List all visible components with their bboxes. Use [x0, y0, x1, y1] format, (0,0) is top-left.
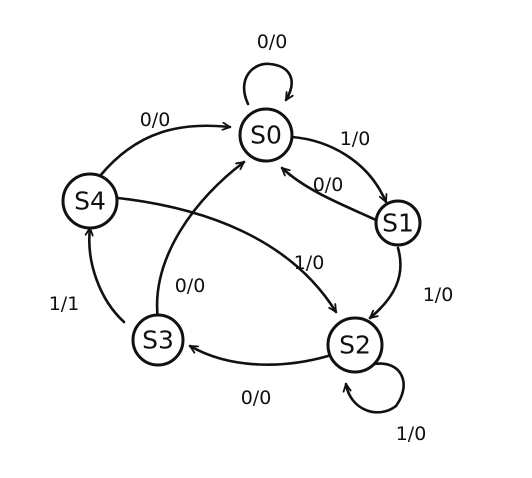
state-s0-label: S0 [250, 121, 282, 150]
state-s1-circle [374, 199, 422, 247]
label-s3-s4: 1/1 [49, 293, 80, 315]
edge-s1-s2 [368, 246, 402, 320]
edge-s0-s1 [290, 135, 388, 204]
label-s0-s0: 0/0 [257, 31, 288, 53]
edge-s3-s0 [155, 160, 246, 322]
label-s4-s2: 1/0 [294, 252, 325, 274]
states: S0 S1 S2 S3 S4 [61, 107, 422, 374]
edge-s3-s4 [84, 226, 126, 324]
label-s1-s2: 1/0 [423, 284, 454, 306]
transitions [84, 62, 405, 414]
state-s1-label: S1 [382, 209, 414, 238]
label-s3-s0: 0/0 [175, 275, 206, 297]
state-s4: S4 [61, 172, 119, 230]
state-s4-circle [61, 172, 119, 230]
state-s2-circle [326, 316, 384, 374]
label-s0-s1: 1/0 [340, 128, 371, 150]
edge-s1-s0 [280, 166, 378, 222]
state-s3-circle [131, 313, 185, 367]
state-s3: S3 [131, 313, 185, 367]
state-s0: S0 [238, 107, 294, 163]
state-s0-circle [238, 107, 294, 163]
label-s2-s2: 1/0 [396, 423, 427, 445]
state-s2: S2 [326, 316, 384, 374]
label-s4-s0: 0/0 [140, 109, 171, 131]
label-s2-s3: 0/0 [241, 387, 272, 409]
edge-s2-s3 [188, 344, 330, 366]
state-s3-label: S3 [142, 326, 174, 355]
edge-s4-s0 [98, 121, 232, 178]
state-s4-label: S4 [74, 187, 106, 216]
transition-labels: 0/0 1/0 0/0 1/0 1/0 0/0 0/0 1/1 0/0 1/0 [49, 31, 454, 445]
state-s1: S1 [374, 199, 422, 247]
label-s1-s0: 0/0 [313, 174, 344, 196]
state-s2-label: S2 [339, 331, 371, 360]
edge-s0-s0 [242, 62, 294, 106]
edge-s2-s2 [342, 362, 405, 414]
edge-s4-s2 [116, 196, 338, 314]
